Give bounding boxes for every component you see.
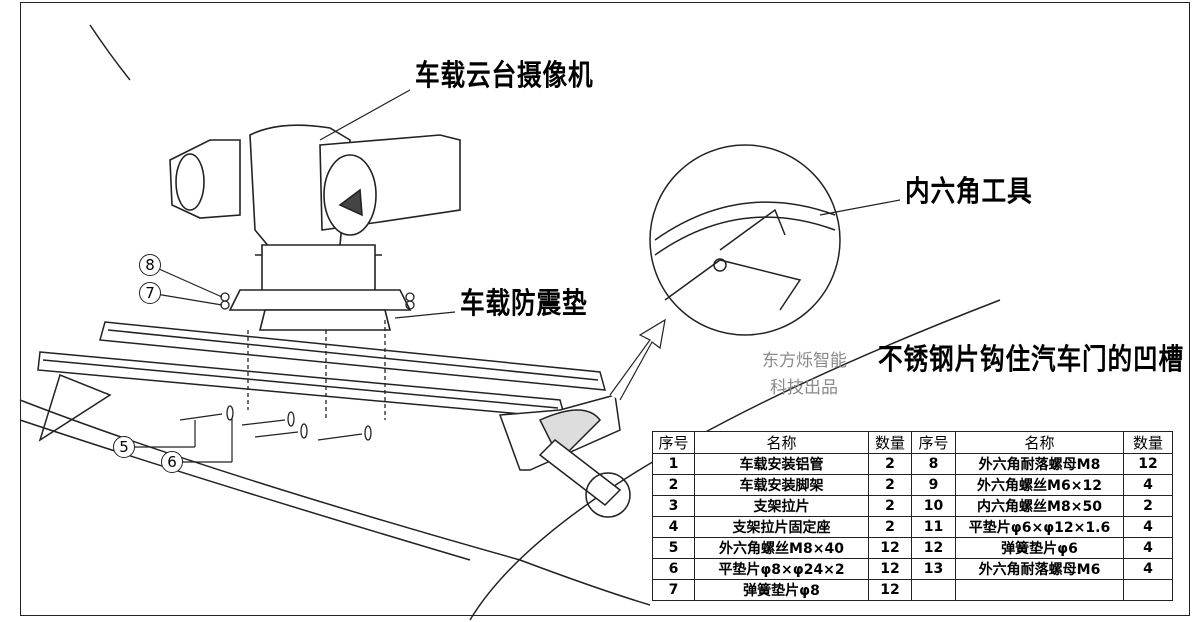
part-qty: 4 (1123, 537, 1173, 559)
part-name: 外六角螺丝M8×40 (694, 537, 869, 559)
part-name: 外六角耐落螺母M8 (955, 453, 1124, 475)
callout-6: 6 (161, 451, 183, 473)
header-qty: 数量 (868, 431, 912, 454)
ptz-camera (169, 124, 461, 331)
part-qty: 2 (868, 495, 912, 517)
part-qty: 2 (868, 474, 912, 496)
car-roof-curve (19, 399, 651, 606)
part-name: 车载安装铝管 (694, 453, 869, 475)
part-no: 8 (911, 453, 956, 475)
callout-5: 5 (113, 436, 135, 458)
part-name: 外六角耐落螺母M6 (955, 558, 1124, 580)
part-name: 外六角螺丝M6×12 (955, 474, 1124, 496)
part-qty: 12 (1123, 453, 1173, 475)
drawing-frame (20, 2, 1190, 616)
watermark-line2: 科技出品 (770, 378, 838, 398)
part-no: 3 (652, 495, 695, 517)
part-no: 1 (652, 453, 695, 475)
hex-tool-label: 内六角工具 (905, 174, 1033, 208)
part-no: 5 (652, 537, 695, 559)
part-no: 13 (911, 558, 956, 580)
part-name: 支架拉片 (694, 495, 869, 517)
part-qty: 2 (1123, 495, 1173, 517)
part-name: 弹簧垫片φ8 (694, 579, 869, 601)
part-qty: 4 (1123, 516, 1173, 538)
part-no: 10 (911, 495, 956, 517)
table-header-row: 序号 名称 数量 序号 名称 数量 (652, 431, 1173, 454)
part-qty: 4 (1123, 558, 1173, 580)
header-no: 序号 (652, 431, 695, 454)
part-qty: 12 (868, 579, 912, 601)
part-qty: 2 (868, 453, 912, 475)
header-no: 序号 (911, 431, 956, 454)
watermark-line1: 东方烁智能 (762, 351, 847, 371)
part-qty: 12 (868, 537, 912, 559)
detail-view (649, 144, 841, 336)
callout-8: 8 (139, 254, 161, 276)
header-name: 名称 (955, 431, 1124, 454)
part-no: 6 (652, 558, 695, 580)
hook-note-label: 不锈钢片钩住汽车门的凹槽 (878, 342, 1185, 376)
bolts (179, 292, 415, 441)
shock-pad-label: 车载防震垫 (460, 286, 588, 320)
leader-lines (134, 89, 901, 463)
part-qty: 2 (868, 516, 912, 538)
part-name: 内六角螺丝M8×50 (955, 495, 1124, 517)
header-name: 名称 (694, 431, 869, 454)
part-no: 2 (652, 474, 695, 496)
part-name: 平垫片φ6×φ12×1.6 (955, 516, 1124, 538)
part-no (911, 579, 956, 601)
part-name: 弹簧垫片φ6 (955, 537, 1124, 559)
mounting-rails (37, 321, 631, 518)
part-no: 4 (652, 516, 695, 538)
part-name: 车载安装脚架 (694, 474, 869, 496)
part-name: 支架拉片固定座 (694, 516, 869, 538)
part-no: 9 (911, 474, 956, 496)
part-no: 12 (911, 537, 956, 559)
camera-label: 车载云台摄像机 (415, 58, 594, 92)
part-no: 11 (911, 516, 956, 538)
part-qty: 4 (1123, 474, 1173, 496)
part-qty: 12 (868, 558, 912, 580)
callout-7: 7 (139, 282, 161, 304)
part-name: 平垫片φ8×φ24×2 (694, 558, 869, 580)
header-qty: 数量 (1123, 431, 1173, 454)
part-no: 7 (652, 579, 695, 601)
part-qty (1123, 579, 1173, 601)
part-name (955, 579, 1124, 601)
